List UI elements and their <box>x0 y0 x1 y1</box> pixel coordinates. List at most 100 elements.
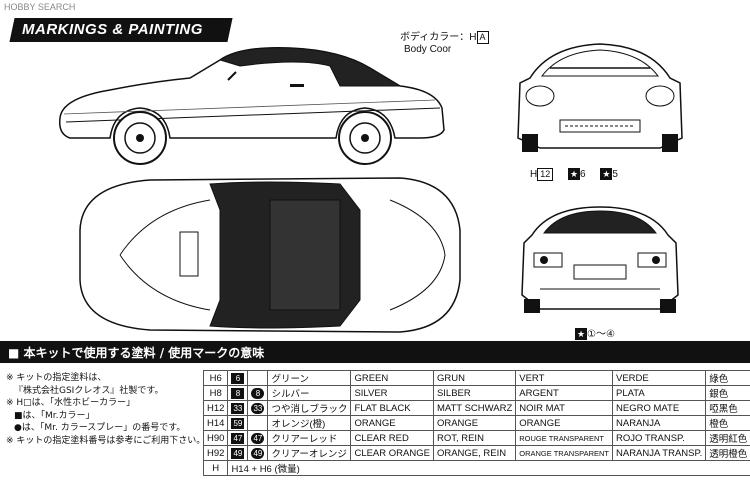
paint-name-fr: ORANGE TRANSPARENT <box>515 445 613 461</box>
body-color-code: A <box>476 31 489 44</box>
paint-name-en: CLEAR RED <box>350 430 434 446</box>
paint-code-spray-cell <box>247 370 269 386</box>
note-line: ■は、「Mr.カラー」 <box>14 410 95 421</box>
paint-code-h: H14 <box>202 415 229 431</box>
paint-name-cn: 橙色 <box>705 415 750 431</box>
paint-code-spray-cell: 8 <box>247 385 269 401</box>
note-line: ●は、「Mr. カラースプレー」の番号です。 <box>14 423 186 433</box>
paint-code-spray-cell: 33 <box>247 400 269 416</box>
paint-name-de: GRUN <box>432 370 517 386</box>
paint-name-fr: ORANGE <box>515 415 613 431</box>
paint-section-header <box>0 341 750 363</box>
paint-name-fr: ROUGE TRANSPARENT <box>515 430 613 446</box>
paint-name-en: ORANGE <box>350 415 434 431</box>
paint-code-mrcolor: 6 <box>231 372 245 384</box>
car-rear-view <box>521 206 679 313</box>
paint-name-cn: 啞黑色 <box>705 400 750 416</box>
paint-code-mrcolor-cell: 8 <box>227 385 249 401</box>
paint-name-jp: オレンジ(橙) <box>267 415 352 431</box>
watermark: HOBBY SEARCH <box>4 2 76 12</box>
note-line: 『株式会社GSIクレオス』社製です。 <box>14 385 164 396</box>
paint-code-mrcolor-cell: 47 <box>227 430 249 446</box>
paint-code-mrcolor-cell: 49 <box>227 445 249 461</box>
paint-name-es: ROJO TRANSP. <box>611 430 707 446</box>
paint-name-de: MATT SCHWARZ <box>432 400 517 416</box>
paint-code-h: H <box>202 460 229 476</box>
paint-name-es: NEGRO MATE <box>611 400 707 416</box>
paint-name-de: ROT, REIN <box>432 430 517 446</box>
note-line: ※ キットの指定塗料番号は参考にご利用下さい。 <box>6 435 206 446</box>
star-icon: ★ <box>600 168 613 180</box>
paint-code-mrcolor: 59 <box>231 417 245 429</box>
car-top-view <box>79 177 461 333</box>
paint-section-title: ■ 本キットで使用する塗料 / 使用マークの意味 <box>8 346 265 360</box>
paint-code-spray-cell: 47 <box>247 430 269 446</box>
paint-code-h: H8 <box>202 385 229 401</box>
paint-name-es: PLATA <box>611 385 707 401</box>
front-marking-5: 5 <box>612 169 618 180</box>
paint-code-spray: 49 <box>251 447 265 459</box>
body-color-english: Body Coor <box>404 44 452 55</box>
paint-code-mrcolor: 49 <box>231 447 245 459</box>
paint-name-en: SILVER <box>350 385 434 401</box>
paint-code-h: H6 <box>202 370 229 386</box>
paint-name-cn: 綠色 <box>705 370 750 386</box>
paint-name-en: FLAT BLACK <box>350 400 434 416</box>
paint-name-de: SILBER <box>432 385 517 401</box>
paint-name-cn: 透明橙色 <box>705 445 750 461</box>
paint-name-de: ORANGE <box>432 415 517 431</box>
paint-code-spray: 47 <box>251 432 265 444</box>
paint-name-cn: 透明紅色 <box>705 430 750 446</box>
note-line: ※ H□は、「水性ホビーカラー」 <box>6 398 136 408</box>
paint-code-spray: 8 <box>251 387 265 399</box>
car-front-view <box>517 43 683 152</box>
paint-name-jp: グリーン <box>267 370 352 386</box>
paint-name-jp: クリアーレッド <box>267 430 352 446</box>
paint-code-mrcolor-cell: 6 <box>227 370 249 386</box>
paint-code-mrcolor: 33 <box>231 402 245 414</box>
paint-code-h: H92 <box>202 445 229 461</box>
note-line: ※ キットの指定塗料は、 <box>6 373 107 383</box>
paint-code-mrcolor: 47 <box>231 432 245 444</box>
paint-name-es: VERDE <box>611 370 707 386</box>
paint-mix-formula: H14 + H6 (微量) <box>227 460 750 476</box>
paint-code-mrcolor: 8 <box>231 387 245 399</box>
paint-name-jp: シルバー <box>267 385 352 401</box>
paint-code-spray-cell: 49 <box>247 445 269 461</box>
star-icon: ★ <box>575 328 587 340</box>
paint-code-spray: 33 <box>251 402 265 414</box>
front-h-code: 12 <box>537 168 554 181</box>
paint-notes: ※ キットの指定塗料は、 『株式会社GSIクレオス』社製です。 ※ H□は、「水… <box>6 372 206 447</box>
star-icon: ★ <box>568 168 581 180</box>
paint-code-h: H90 <box>202 430 229 446</box>
paint-name-fr: NOIR MAT <box>515 400 613 416</box>
paint-name-fr: VERT <box>515 370 613 386</box>
rear-marking-callout: ★①～④ <box>575 328 615 340</box>
paint-name-en: GREEN <box>350 370 434 386</box>
paint-name-es: NARANJA <box>611 415 707 431</box>
paint-name-en: CLEAR ORANGE <box>350 445 434 461</box>
body-color-label: ボディカラー：H <box>400 32 477 43</box>
paint-code-mrcolor-cell: 59 <box>227 415 249 431</box>
banner-title: MARKINGS & PAINTING <box>22 21 203 38</box>
front-marking-6: 6 <box>580 169 586 180</box>
paint-name-jp: クリアーオレンジ <box>267 445 352 461</box>
car-side-view <box>58 47 445 165</box>
paint-name-cn: 銀色 <box>705 385 750 401</box>
paint-code-spray-cell <box>247 415 269 431</box>
paint-code-mrcolor-cell: 33 <box>227 400 249 416</box>
paint-code-h: H12 <box>202 400 229 416</box>
paint-name-es: NARANJA TRANSP. <box>611 445 707 461</box>
paint-name-fr: ARGENT <box>515 385 613 401</box>
paint-name-jp: つや消しブラック <box>267 400 352 416</box>
